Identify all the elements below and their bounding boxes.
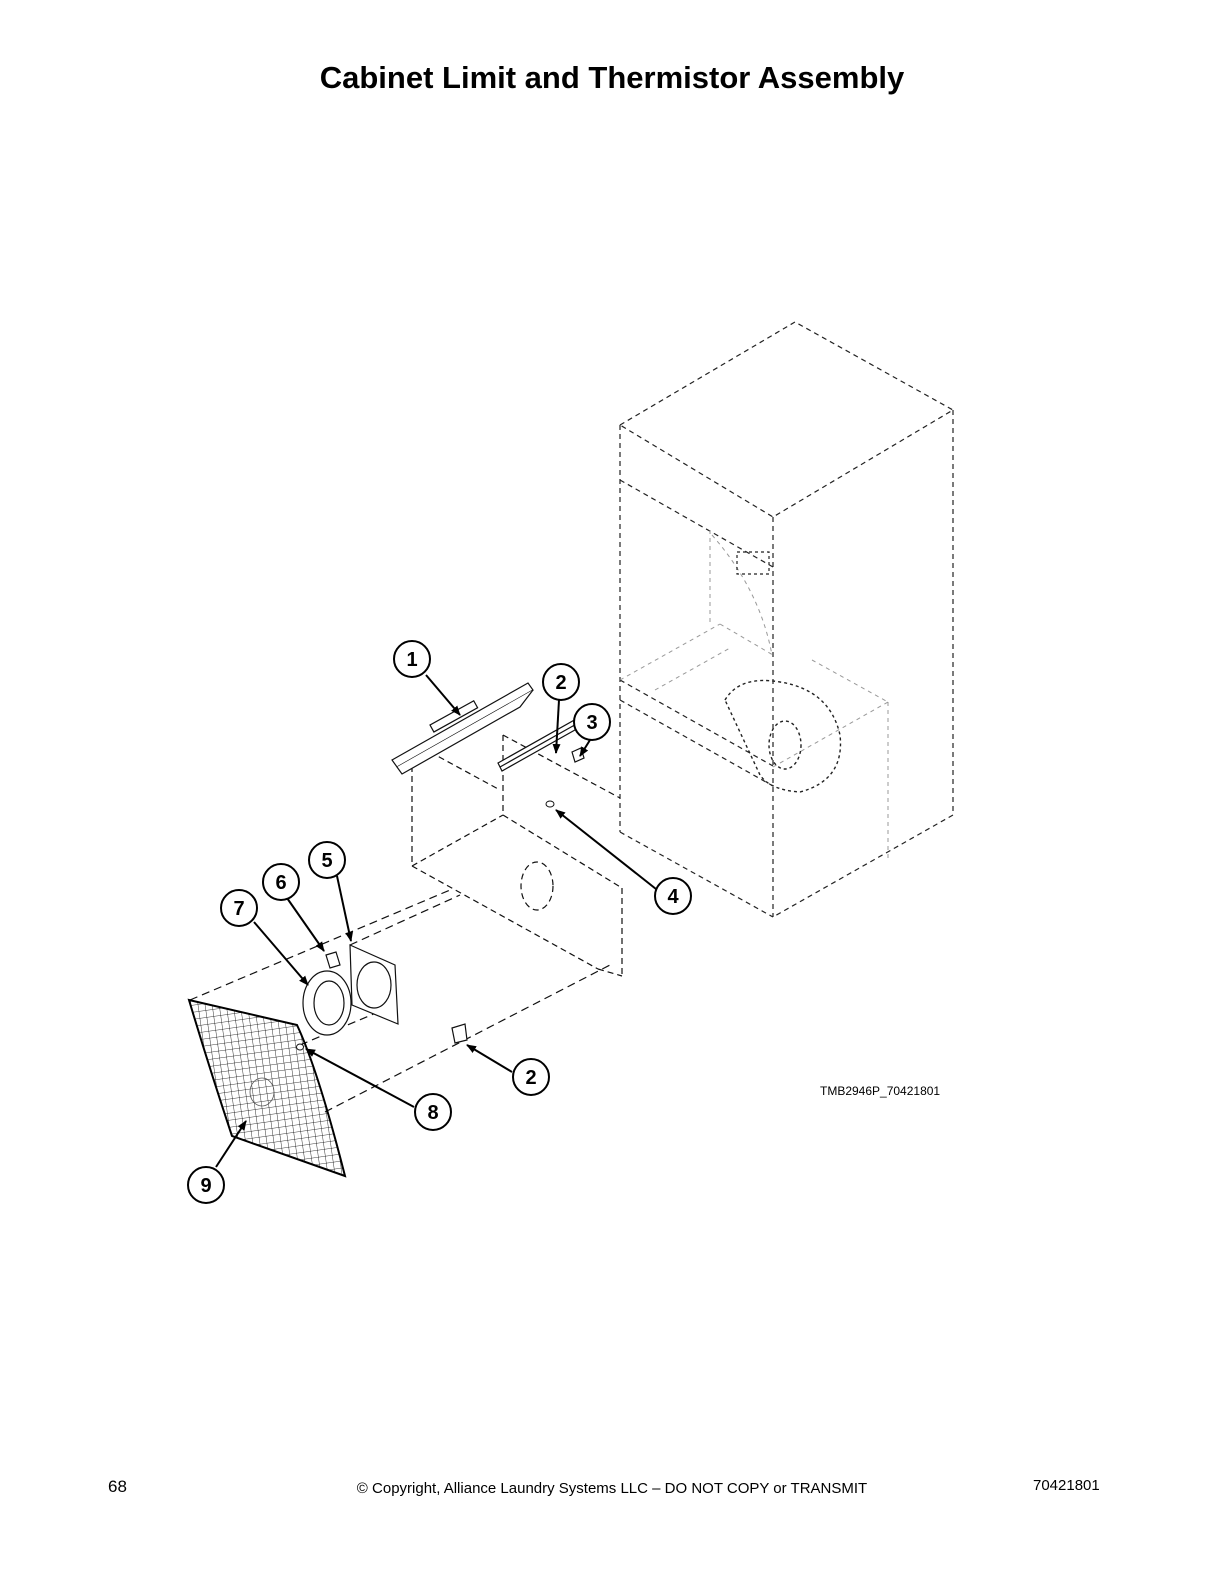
callout-3: 5 [308,841,346,879]
copyright-notice: © Copyright, Alliance Laundry Systems LL… [356,1480,868,1497]
svg-text:6: 6 [275,872,286,894]
drawing-reference: TMB2946P_70421801 [820,1084,941,1098]
part-7-screw [545,800,555,808]
page-title: Cabinet Limit and Thermistor Assembly [319,60,905,95]
dryer-cabinet-outline [618,321,955,918]
svg-text:2: 2 [525,1067,536,1089]
svg-text:8: 8 [427,1102,438,1124]
part-3-plate [349,944,399,1025]
callout-7: 4 [654,877,692,915]
cabinet-hidden-lines [619,530,889,860]
callout-8: 8 [414,1093,452,1131]
callout-5: 2 [542,663,580,701]
part-1-ring [302,970,352,1036]
part-2-clip-lower [451,1023,468,1044]
duct-box [411,734,623,977]
svg-text:9: 9 [200,1175,211,1197]
svg-text:1: 1 [406,649,417,671]
page-number: 68 [108,1477,127,1496]
callout-2-upper: 6 [262,863,300,901]
callout-2-lower: 2 [512,1058,550,1096]
part-4-limit-bracket [391,682,534,775]
part-2-clip-upper [325,951,341,969]
document-number: 70421801 [1033,1477,1100,1494]
part-8-screw [296,1043,304,1051]
callout-9: 9 [187,1166,225,1204]
svg-text:3: 3 [586,712,597,734]
part-6-clip [571,747,585,763]
callout-4: 1 [393,640,431,678]
svg-text:2: 2 [555,672,566,694]
svg-text:4: 4 [667,886,679,908]
svg-text:7: 7 [233,898,244,920]
svg-text:5: 5 [321,850,332,872]
callout-1: 7 [220,889,258,927]
blower-housing [724,679,842,793]
part-5-thermistor-bracket [497,717,583,772]
callout-6: 3 [573,703,611,741]
leader-arrows [215,674,657,1168]
cabinet-vent-slot [736,551,770,575]
